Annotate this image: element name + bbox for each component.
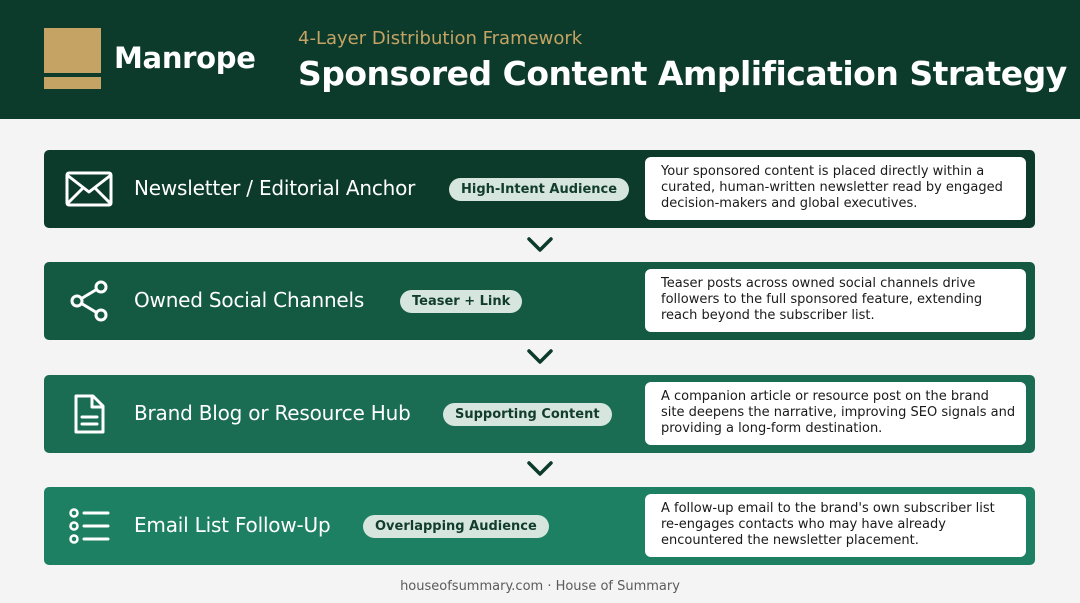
footer-credit: houseofsummary.com · House of Summary bbox=[400, 579, 680, 594]
layer-description: A follow-up email to the brand's own sub… bbox=[661, 501, 995, 548]
chevron-down-icon bbox=[527, 237, 553, 252]
description-box: A follow-up email to the brand's own sub… bbox=[645, 494, 1026, 557]
page-title: Sponsored Content Amplification Strategy bbox=[298, 54, 1067, 93]
audience-tag: Overlapping Audience bbox=[363, 515, 549, 538]
list-icon bbox=[69, 508, 110, 544]
description-box: Teaser posts across owned social channel… bbox=[645, 269, 1026, 332]
envelope-icon bbox=[65, 171, 113, 207]
layer-card-blog: Brand Blog or Resource Hub Supporting Co… bbox=[44, 375, 1035, 453]
layer-description: A companion article or resource post on … bbox=[661, 389, 1016, 436]
audience-tag: Supporting Content bbox=[443, 403, 612, 426]
chevron-down-icon bbox=[527, 349, 553, 364]
description-box: A companion article or resource post on … bbox=[645, 382, 1026, 445]
document-icon bbox=[74, 394, 105, 434]
audience-tag: High-Intent Audience bbox=[449, 178, 630, 201]
layer-title: Email List Follow-Up bbox=[134, 513, 331, 537]
layer-description: Teaser posts across owned social channel… bbox=[661, 276, 983, 323]
description-box: Your sponsored content is placed directl… bbox=[645, 157, 1026, 220]
share-icon bbox=[70, 280, 108, 322]
layer-title: Newsletter / Editorial Anchor bbox=[134, 176, 416, 200]
page-subtitle: 4-Layer Distribution Framework bbox=[298, 28, 583, 49]
audience-tag: Teaser + Link bbox=[400, 290, 523, 313]
brand-name: Manrope bbox=[114, 41, 256, 75]
layer-description: Your sponsored content is placed directl… bbox=[661, 164, 1003, 211]
layer-card-social: Owned Social Channels Teaser + Link Teas… bbox=[44, 262, 1035, 340]
chevron-down-icon bbox=[527, 461, 553, 476]
brand-logo-icon bbox=[44, 28, 101, 89]
header-banner: Manrope 4-Layer Distribution Framework S… bbox=[0, 0, 1080, 119]
layer-title: Brand Blog or Resource Hub bbox=[134, 401, 411, 425]
layer-title: Owned Social Channels bbox=[134, 288, 365, 312]
layer-card-email: Email List Follow-Up Overlapping Audienc… bbox=[44, 487, 1035, 565]
layer-card-newsletter: Newsletter / Editorial Anchor High-Inten… bbox=[44, 150, 1035, 228]
